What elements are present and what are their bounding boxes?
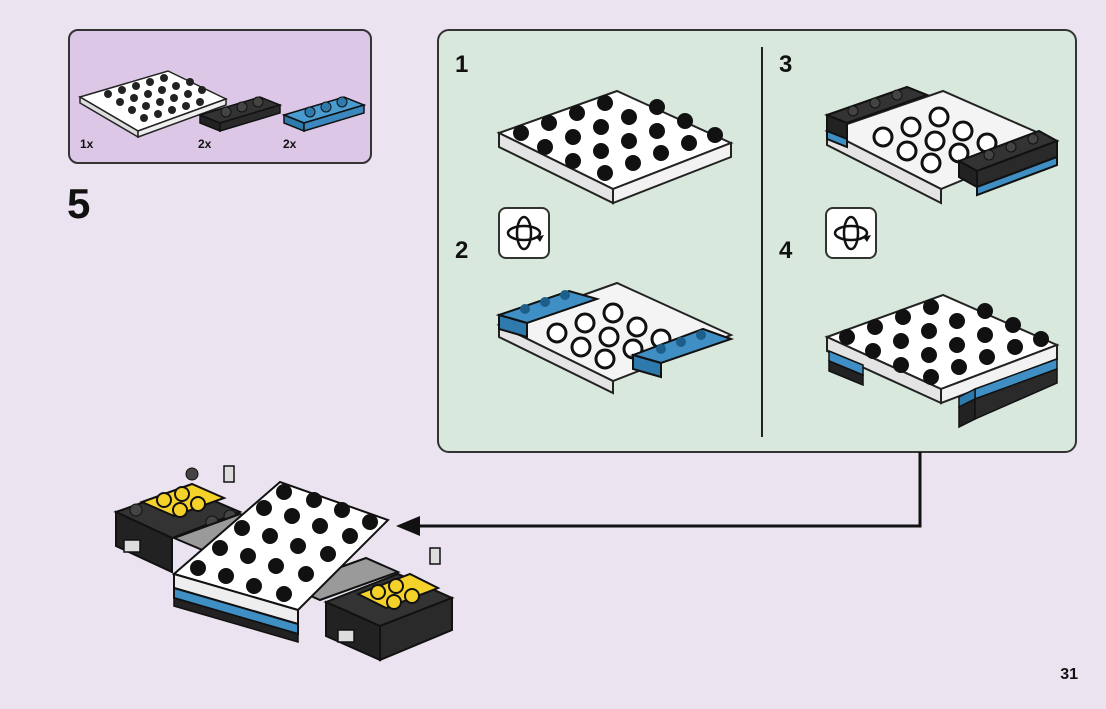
rotate-icon [498, 207, 550, 259]
substep-1-illustration [496, 89, 734, 205]
part-qty-white: 1x [80, 137, 94, 151]
substep-3-illustration [824, 85, 1060, 205]
main-assembly-illustration [113, 465, 455, 662]
page-number: 31 [1060, 666, 1078, 683]
connector-arrow [396, 452, 922, 536]
substep-number-4: 4 [779, 237, 793, 264]
substep-2-illustration [495, 281, 735, 395]
step-number: 5 [67, 180, 91, 227]
substep-divider [761, 47, 763, 437]
part-qty-blue: 2x [283, 137, 297, 151]
substep-number-1: 1 [455, 51, 469, 78]
substep-number-3: 3 [779, 51, 793, 78]
substep-panel: 1 2 3 4 [437, 29, 1077, 453]
black-plate-part [197, 96, 283, 133]
parts-list-box: 1x 2x 2x [68, 29, 372, 164]
white-plate-part [78, 70, 228, 139]
rotate-icon [825, 207, 877, 259]
substep-number-2: 2 [455, 237, 469, 264]
substep-4-illustration [824, 293, 1060, 429]
blue-plate-part [281, 96, 367, 133]
part-qty-black: 2x [198, 137, 212, 151]
